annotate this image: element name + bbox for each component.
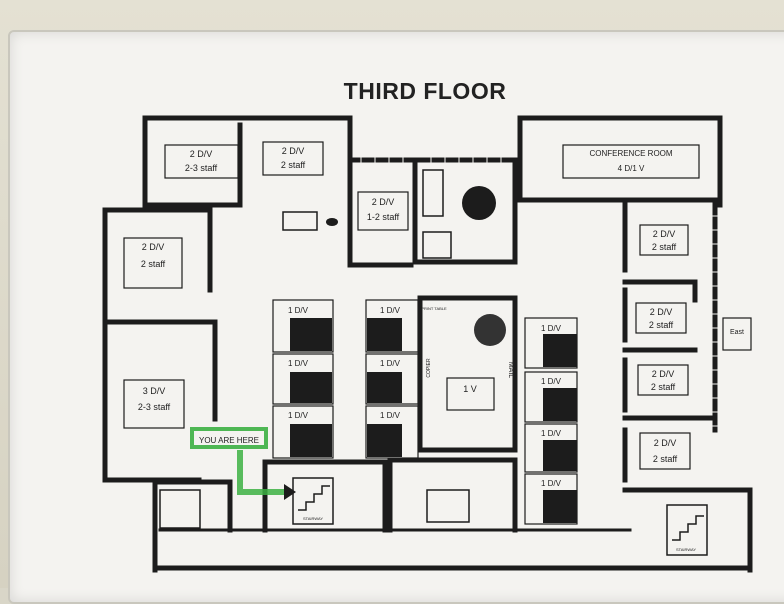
cubicle-label: 1 D/V [288, 411, 309, 420]
stairway-label: STAIRWAY [676, 547, 696, 552]
room-label: 2-3 staff [138, 402, 171, 412]
room-label: 2-3 staff [185, 163, 218, 173]
floor-title: THIRD FLOOR [343, 78, 507, 104]
mail-label: MAIL [507, 362, 514, 378]
you-are-here-marker [190, 427, 296, 500]
room-label: 2 staff [652, 242, 677, 252]
plexiglass-frame [8, 30, 784, 604]
room-label: 2 staff [651, 382, 676, 392]
room-label: 2 staff [649, 320, 674, 330]
room-label: 3 D/V [143, 386, 166, 396]
cubicle-label: 1 D/V [541, 429, 562, 438]
cubicle-label: 1 D/V [541, 479, 562, 488]
cubicle-label: 1 D/V [288, 306, 309, 315]
room-label: 2 D/V [650, 307, 673, 317]
stairway-label: STAIRWAY [303, 516, 323, 521]
copier-label: COPIER [426, 358, 432, 378]
room-label: 2 D/V [372, 197, 395, 207]
cubicle-label: 1 D/V [541, 324, 562, 333]
room-label: CONFERENCE ROOM [589, 149, 672, 158]
room-label: 2 staff [281, 160, 306, 170]
room-label: 2 D/V [282, 146, 305, 156]
room-label: 2 staff [141, 259, 166, 269]
print-table-label: PRINT TABLE [421, 306, 447, 311]
room-label: 2 D/V [190, 149, 213, 159]
floor-plan: 2 D/V 2-3 staff 2 D/V 2 staff 2 D/V 1-2 … [102, 115, 753, 573]
room-label: 1-2 staff [367, 212, 400, 222]
cubicle-label: 1 D/V [380, 306, 401, 315]
room-label: 2 D/V [653, 229, 676, 239]
cubicle-label: 1 D/V [288, 359, 309, 368]
cubicle-label: 1 D/V [541, 377, 562, 386]
room-label: 2 D/V [652, 369, 675, 379]
room-label: 1 V [463, 384, 477, 394]
you-are-here-label: YOU ARE HERE [199, 436, 259, 445]
cubicle-label: 1 D/V [380, 411, 401, 420]
cubicle-label: 1 D/V [380, 359, 401, 368]
room-label: 2 staff [653, 454, 678, 464]
east-label: East [730, 329, 744, 336]
room-label: 2 D/V [142, 242, 165, 252]
room-label: 4 D/1 V [618, 164, 645, 173]
room-label: 2 D/V [654, 438, 677, 448]
